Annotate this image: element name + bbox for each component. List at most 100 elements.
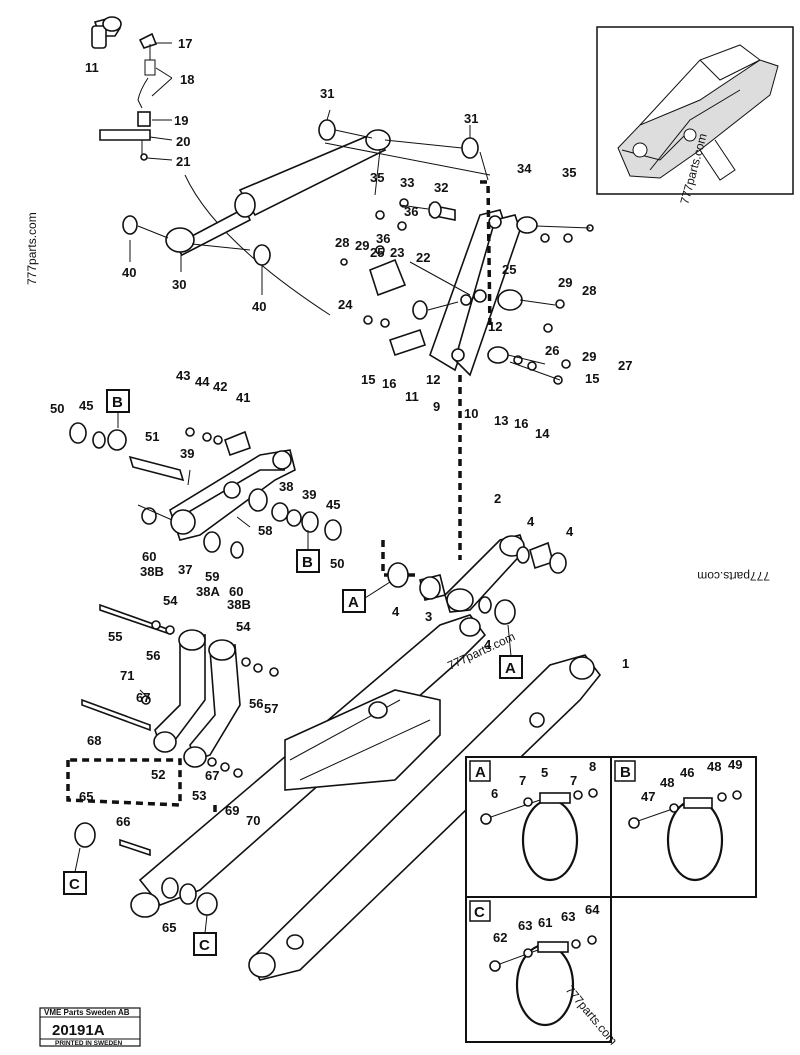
watermark: 777parts.com xyxy=(25,212,39,285)
callout: 13 xyxy=(494,413,508,428)
callout: 29 xyxy=(582,349,596,364)
footer-number: 20191A xyxy=(52,1022,105,1039)
callout: 54 xyxy=(163,593,178,608)
callout: 7 xyxy=(570,773,577,788)
link-arm-assembly xyxy=(340,198,594,385)
callout: 32 xyxy=(434,180,448,195)
callout: 56 xyxy=(146,648,160,663)
callout: 31 xyxy=(320,86,334,101)
callout: 41 xyxy=(236,390,250,405)
callout: 16 xyxy=(514,416,528,431)
callout: 52 xyxy=(151,767,165,782)
footer-company: VME Parts Sweden AB xyxy=(44,1008,130,1017)
upper-link-assembly xyxy=(387,534,567,625)
callout: 29 xyxy=(355,238,369,253)
lift-cylinder xyxy=(122,109,491,295)
callout: 15 xyxy=(585,371,599,386)
callout: 57 xyxy=(264,701,278,716)
callout: 50 xyxy=(50,401,64,416)
callout: 39 xyxy=(180,446,194,461)
callout: 29 xyxy=(558,275,572,290)
callout: 67 xyxy=(136,690,150,705)
callout: 4 xyxy=(527,514,535,529)
callout: 33 xyxy=(400,175,414,190)
callout: 36 xyxy=(376,231,390,246)
callout: 28 xyxy=(582,283,596,298)
callout: 19 xyxy=(174,113,188,128)
callout: 47 xyxy=(641,789,655,804)
callout: 25 xyxy=(502,262,516,277)
callout: 5 xyxy=(541,765,548,780)
callout: 62 xyxy=(493,930,507,945)
callout: 12 xyxy=(426,372,440,387)
footer-printed: PRINTED IN SWEDEN xyxy=(55,1040,122,1047)
callout: 17 xyxy=(178,36,192,51)
callout: 44 xyxy=(195,374,210,389)
callout: 11 xyxy=(85,60,99,75)
watermark: 777parts.com xyxy=(697,569,770,583)
ref-box-c: C xyxy=(69,876,80,893)
callout: 40 xyxy=(122,265,136,280)
callout: 27 xyxy=(618,358,632,373)
callout: 45 xyxy=(79,398,93,413)
detail-panel-b-label: B xyxy=(620,764,631,781)
reference-boxes: B B A A C C xyxy=(63,389,523,956)
detail-panel-a-label: A xyxy=(475,764,486,781)
footer-stamp: VME Parts Sweden AB 20191A PRINTED IN SW… xyxy=(39,1007,141,1047)
callout: 60 xyxy=(142,549,156,564)
callout: 63 xyxy=(518,918,532,933)
callout: 9 xyxy=(433,399,440,414)
callout: 65 xyxy=(79,789,93,804)
callout: 28 xyxy=(335,235,349,250)
callout: 1 xyxy=(622,656,629,671)
callout: 66 xyxy=(116,814,130,829)
callout: 54 xyxy=(236,619,251,634)
callout-labels: 17 11 18 19 20 21 31 31 40 30 40 35 33 3… xyxy=(50,36,742,945)
callout: 4 xyxy=(484,637,492,652)
callout: 7 xyxy=(519,773,526,788)
callout: 26 xyxy=(545,343,559,358)
callout: 35 xyxy=(562,165,576,180)
callout: 14 xyxy=(535,426,550,441)
callout: 51 xyxy=(145,429,159,444)
callout: 4 xyxy=(392,604,400,619)
callout: 20 xyxy=(176,134,190,149)
callout: 21 xyxy=(176,154,190,169)
callout: 63 xyxy=(561,909,575,924)
lift-arm-frame xyxy=(74,614,602,981)
callout: 6 xyxy=(491,786,498,801)
callout: 67 xyxy=(205,768,219,783)
callout: 30 xyxy=(172,277,186,292)
callout: 48 xyxy=(707,759,721,774)
ref-box-a: A xyxy=(348,594,359,611)
bell-crank-assembly xyxy=(69,422,342,559)
callout: 60 xyxy=(229,584,243,599)
detail-panels: A B C xyxy=(465,756,757,1043)
callout: 69 xyxy=(225,803,239,818)
callout: 3 xyxy=(425,609,432,624)
machine-inset: 777parts.com xyxy=(596,26,794,206)
callout: 55 xyxy=(108,629,122,644)
reference-dashed-line xyxy=(480,180,492,331)
callout: 70 xyxy=(246,813,260,828)
callout: 2 xyxy=(494,491,501,506)
ref-box-b: B xyxy=(302,554,313,571)
callout: 49 xyxy=(728,757,742,772)
callout: 15 xyxy=(361,372,375,387)
callout: 8 xyxy=(589,759,596,774)
callout: 65 xyxy=(162,920,176,935)
callout: 22 xyxy=(416,250,430,265)
callout: 16 xyxy=(382,376,396,391)
callout: 45 xyxy=(326,497,340,512)
callout: 59 xyxy=(205,569,219,584)
callout: 48 xyxy=(660,775,674,790)
bracket-assembly xyxy=(81,603,279,778)
ref-box-b: B xyxy=(112,394,123,411)
callout: 53 xyxy=(192,788,206,803)
callout: 12 xyxy=(488,319,502,334)
callout: 58 xyxy=(258,523,272,538)
callout: 18 xyxy=(180,72,194,87)
ref-box-a: A xyxy=(505,660,516,677)
callout: 39 xyxy=(302,487,316,502)
